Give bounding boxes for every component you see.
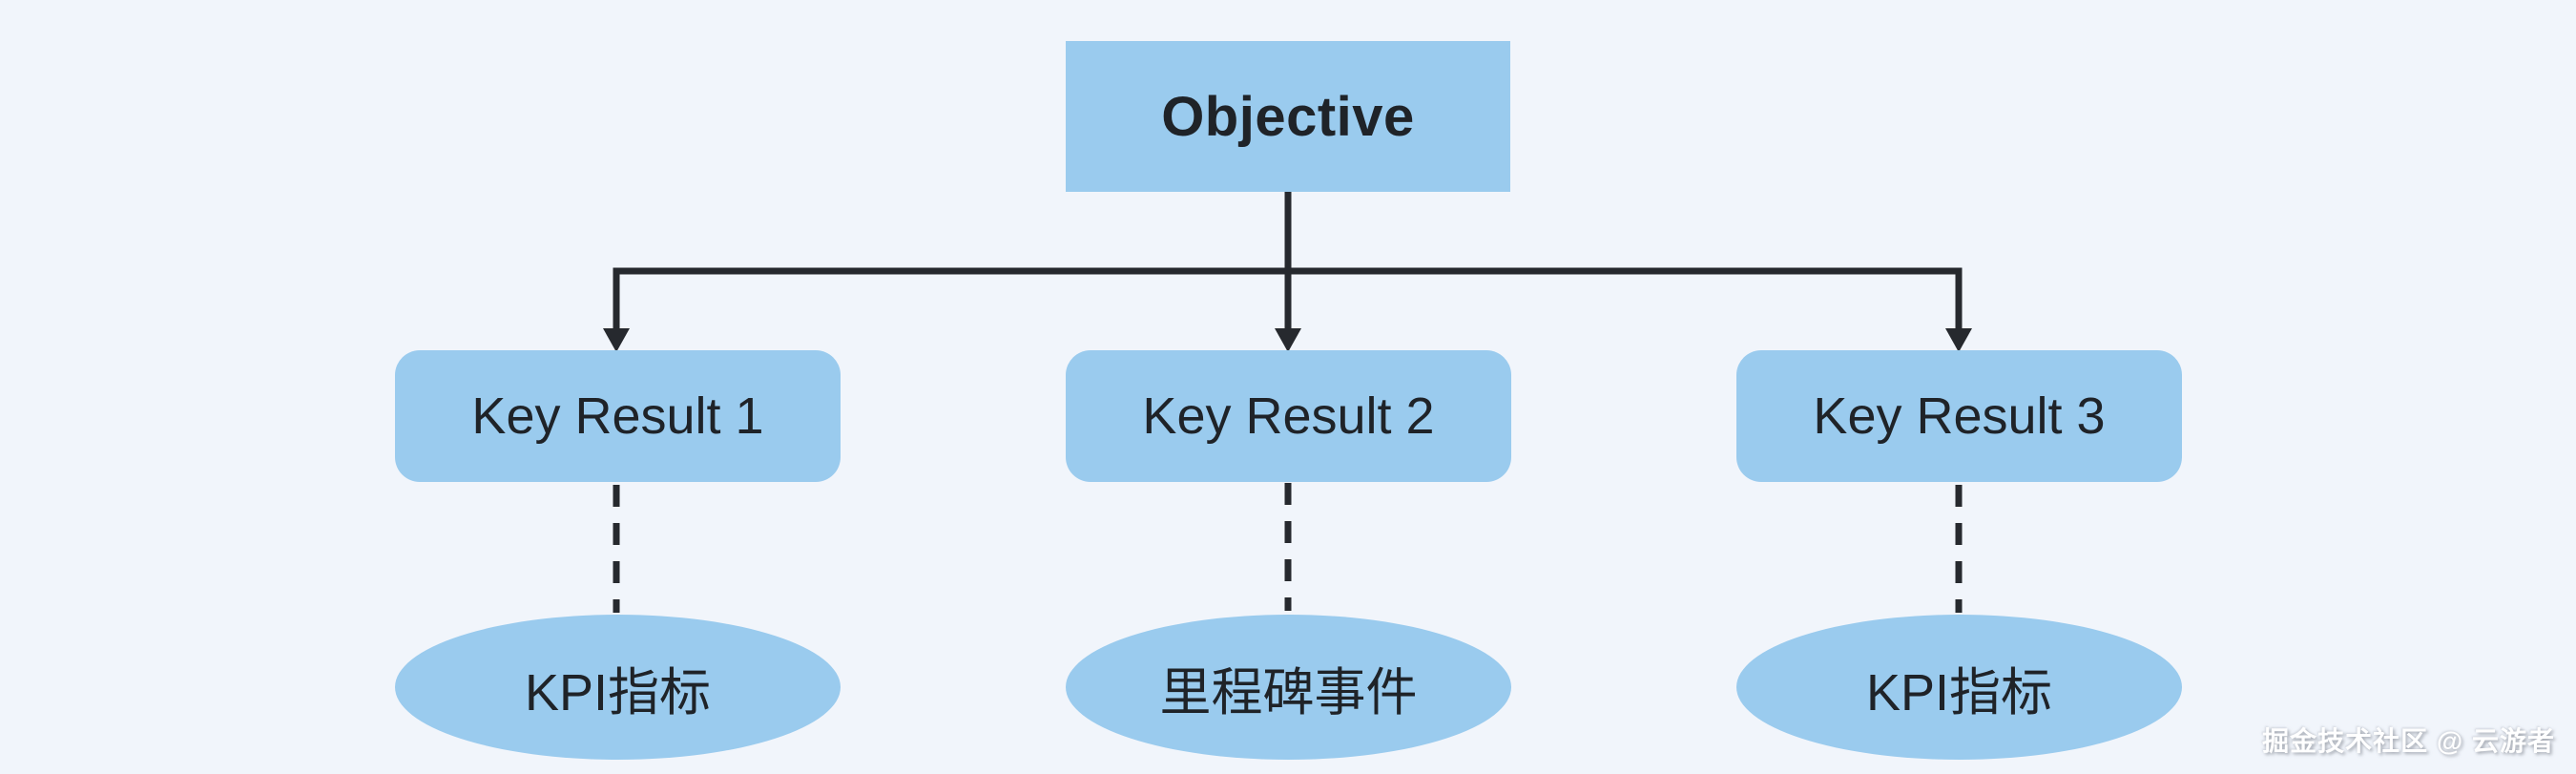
metric-ellipse-3: KPI指标 (1736, 615, 2182, 760)
key-result-3-node: Key Result 3 (1736, 350, 2182, 482)
arrowhead-right (1945, 328, 1972, 352)
metric-ellipse-1: KPI指标 (395, 615, 841, 760)
metric-3-label: KPI指标 (1865, 663, 2053, 722)
objective-label: Objective (1161, 85, 1415, 148)
key-result-3-label: Key Result 3 (1813, 387, 2106, 445)
key-result-2-node: Key Result 2 (1066, 350, 1511, 482)
connector-crossbar (613, 267, 1963, 332)
watermark: 掘金技术社区 @ 云游者 (2262, 726, 2555, 756)
key-result-1-label: Key Result 1 (471, 387, 764, 445)
key-result-2-label: Key Result 2 (1142, 387, 1435, 445)
metric-1-label: KPI指标 (524, 663, 712, 722)
key-result-1-node: Key Result 1 (395, 350, 841, 482)
objective-node: Objective (1066, 41, 1510, 192)
metric-2-label: 里程碑事件 (1159, 663, 1418, 722)
arrowhead-left (603, 328, 630, 352)
metric-ellipse-2: 里程碑事件 (1066, 615, 1511, 760)
arrowhead-middle (1275, 328, 1301, 352)
